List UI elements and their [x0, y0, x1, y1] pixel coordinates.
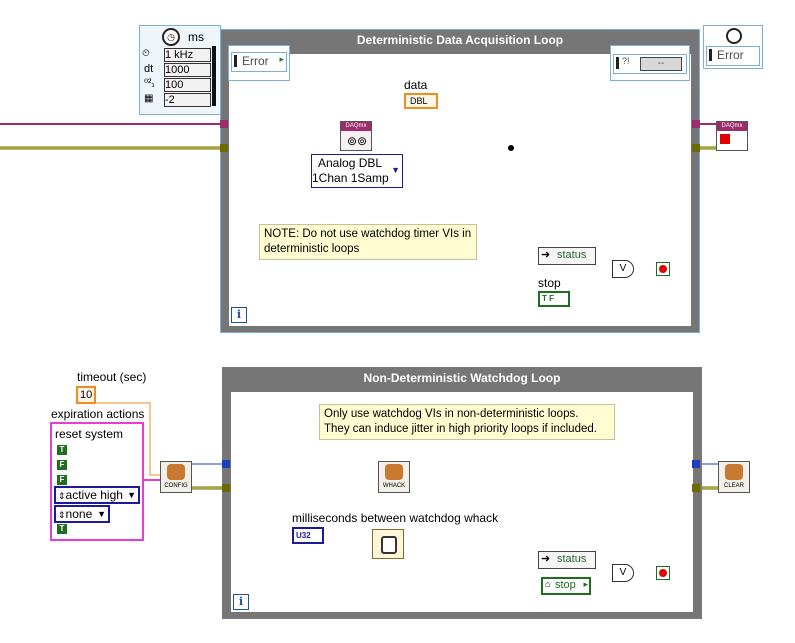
stop-boolean-constant[interactable]: T F [538, 291, 570, 307]
clock-icon: ◷ [162, 28, 180, 46]
timing-source-node[interactable]: ◷ ms ⏲ 1 kHz dt 1000 ⁰²₁ 100 ▦ -2 [139, 25, 221, 115]
timing-row-priority[interactable]: ⁰²₁ 100 [142, 78, 212, 92]
watchdog-clear-vi[interactable]: CLEAR [718, 461, 750, 493]
chevron-down-icon: ▼ [391, 165, 400, 175]
stop-terminal[interactable] [656, 262, 670, 276]
daqmx-read-vi[interactable]: DAQmx ⊚⊚ [340, 121, 372, 151]
wait-function[interactable] [372, 529, 404, 559]
bulldog-icon [385, 464, 403, 480]
data-indicator[interactable]: DBL [404, 93, 438, 109]
bool-1[interactable]: T [57, 445, 67, 455]
stop-control[interactable]: ⌂ stop ▸ [541, 577, 591, 595]
status-unbundle-bottom[interactable]: ➜ status [538, 551, 596, 569]
timing-row-dt[interactable]: dt 1000 [142, 63, 212, 77]
timeout-wire [84, 402, 160, 476]
timing-scrollbar[interactable] [212, 46, 216, 106]
timeout-label: timeout (sec) [77, 370, 147, 384]
timing-unit-label: ms [188, 30, 204, 44]
ms-label: milliseconds between watchdog whack [292, 511, 499, 525]
or-gate[interactable]: V [612, 260, 634, 278]
watch-icon [381, 536, 397, 554]
priority-icon: ⁰²₁ [144, 78, 155, 89]
deterministic-loop[interactable]: Deterministic Data Acquisition Loop i [220, 29, 700, 333]
watchdog-config-vi[interactable]: CONFIG [160, 461, 192, 493]
iteration-terminal: i [231, 307, 247, 323]
timing-row-processor[interactable]: ▦ -2 [142, 93, 212, 107]
wire-junction [508, 145, 514, 151]
bool-3[interactable]: F [57, 475, 67, 485]
error-in-cluster[interactable]: Error ▸ [228, 45, 290, 81]
bool-2[interactable]: F [57, 460, 67, 470]
error-out-cluster-inner[interactable]: ?! -- [610, 45, 690, 81]
iteration-terminal-bottom: i [233, 594, 249, 610]
clock-icon-right [726, 28, 742, 44]
watchdog-loop-title: Non-Deterministic Watchdog Loop [363, 371, 561, 385]
polymorphic-selector[interactable]: Analog DBL 1Chan 1Samp ▼ [311, 154, 403, 188]
stop-terminal-bottom[interactable] [656, 566, 670, 580]
stop-label: stop [538, 276, 561, 290]
or-gate-bottom[interactable]: V [612, 564, 634, 582]
glasses-icon: ⊚⊚ [347, 134, 368, 148]
processor-icon: ▦ [144, 93, 154, 104]
watchdog-whack-vi[interactable]: WHACK [378, 461, 410, 493]
bulldog-icon [725, 464, 743, 480]
expiration-actions-cluster[interactable]: reset system T F F ⇕active high ▼ ⇕none … [50, 422, 144, 541]
none-enum[interactable]: ⇕none ▼ [54, 505, 110, 523]
daqmx-clear-vi[interactable]: DAQmx [716, 121, 748, 151]
timing-row-period[interactable]: ⏲ 1 kHz [142, 48, 212, 62]
error-out-cluster[interactable]: Error [703, 25, 763, 69]
deterministic-loop-title: Deterministic Data Acquisition Loop [356, 33, 564, 47]
expiration-label: expiration actions [51, 407, 145, 421]
watchdog-note: Only use watchdog VIs in non-determinist… [319, 404, 615, 440]
bulldog-icon [167, 464, 185, 480]
bool-4[interactable]: T [57, 524, 67, 534]
data-label: data [404, 78, 428, 92]
status-unbundle[interactable]: ➜ status [538, 247, 596, 265]
deterministic-note: NOTE: Do not use watchdog timer VIs in d… [259, 224, 477, 260]
active-high-enum[interactable]: ⇕active high ▼ [54, 486, 140, 504]
timeout-constant[interactable]: 10 [76, 386, 96, 404]
ms-constant[interactable]: U32 [292, 527, 324, 544]
period-icon: ⏲ [142, 48, 150, 59]
